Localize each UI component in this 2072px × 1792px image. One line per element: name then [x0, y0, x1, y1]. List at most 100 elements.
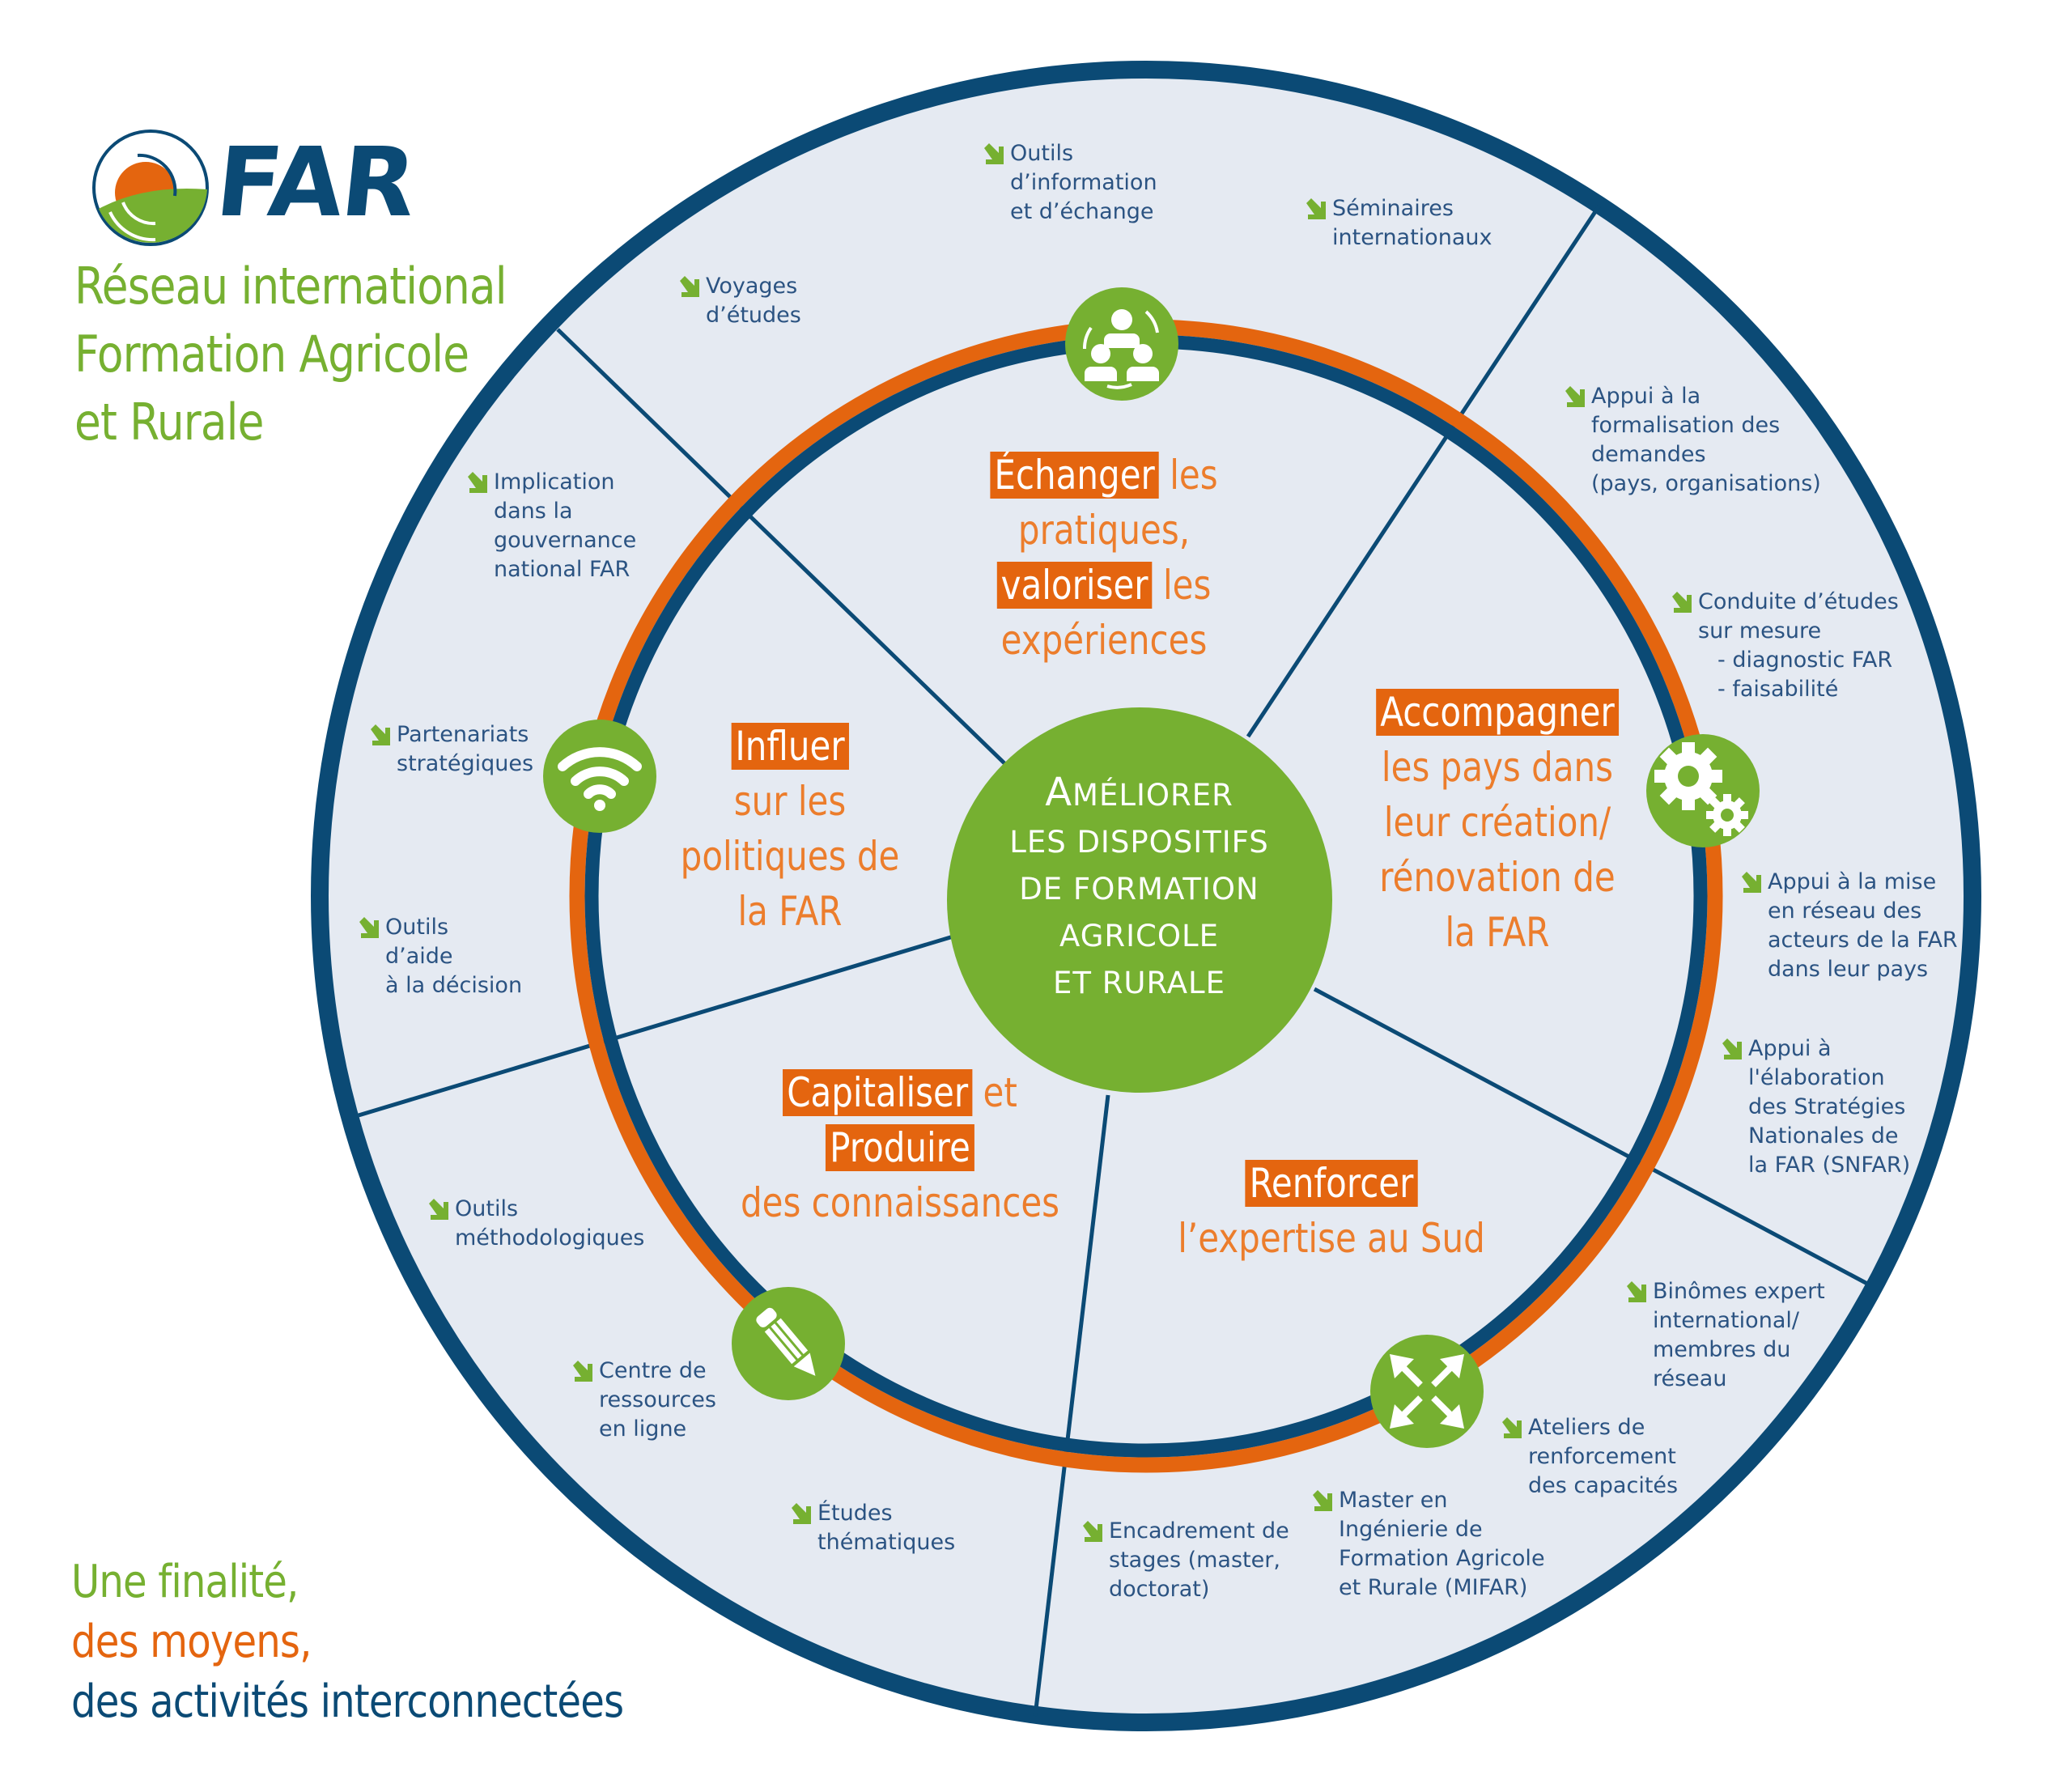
- activity-item-line: internationaux: [1332, 225, 1492, 250]
- divider-line-left: [358, 933, 957, 1118]
- activity-item-line: des Stratégies: [1748, 1094, 1906, 1119]
- center-goal-text: AMÉLIORER LES DISPOSITIFS DE FORMATION A…: [947, 769, 1331, 1007]
- segment-heading-text: sur les: [733, 778, 847, 825]
- divider-line-bottom: [1033, 1094, 1110, 1717]
- center-goal-initial: A: [1045, 770, 1073, 815]
- activity-item-outils-information: Outils d’information et d’échange: [984, 139, 1157, 227]
- activity-item-line: acteurs de la FAR: [1768, 928, 1958, 953]
- segment-heading-line: Accompagner: [1376, 685, 1619, 740]
- expand-arrows-icon: [1370, 1335, 1484, 1448]
- segment-heading-line: la FAR: [681, 884, 900, 939]
- activity-item-line: formalisation des: [1591, 413, 1781, 438]
- segment-heading-line: pratiques,: [990, 503, 1217, 558]
- tagline-means: des moyens,: [71, 1616, 312, 1668]
- center-goal-line: AGRICOLE: [1059, 919, 1219, 953]
- segment-heading-line: Capitaliser et: [741, 1065, 1059, 1120]
- segment-heading-line: l’expertise au Sud: [1178, 1211, 1485, 1266]
- green-arrow-bullet-icon: [1083, 1521, 1102, 1542]
- activity-item-line: l'élaboration: [1748, 1065, 1885, 1090]
- green-arrow-bullet-icon: [680, 276, 699, 297]
- activity-item-line: d’aide: [385, 944, 453, 969]
- activity-item-line: en ligne: [599, 1416, 687, 1442]
- activity-item-line: doctorat): [1109, 1577, 1210, 1602]
- green-arrow-bullet-icon: [429, 1199, 448, 1220]
- green-arrow-bullet-icon: [468, 472, 487, 493]
- segment-heading-text: expériences: [1000, 617, 1208, 664]
- activity-item-line: Centre de: [599, 1358, 707, 1383]
- divider-line-top-left: [556, 328, 1006, 765]
- segment-heading-line: les pays dans: [1376, 740, 1619, 795]
- green-arrow-bullet-icon: [1722, 1038, 1742, 1059]
- wifi-signal-icon: [543, 720, 656, 833]
- green-arrow-bullet-icon: [1742, 872, 1761, 893]
- segment-heading-text: la FAR: [737, 888, 843, 935]
- green-arrow-bullet-icon: [573, 1361, 592, 1382]
- green-arrow-bullet-icon: [1306, 198, 1326, 219]
- activity-item-line: stratégiques: [397, 751, 534, 776]
- green-arrow-bullet-icon: [1672, 592, 1692, 613]
- segment-action-verb: Produire: [826, 1124, 974, 1171]
- network-title: Réseau international Formation Agricole …: [74, 253, 507, 456]
- activity-item-line: dans la: [494, 499, 573, 524]
- green-arrow-bullet-icon: [1502, 1417, 1522, 1438]
- activity-item-line: Implication: [494, 469, 615, 495]
- activity-item-line: membres du: [1653, 1337, 1791, 1362]
- activity-item-line: - diagnostic FAR: [1717, 648, 1893, 673]
- segment-heading-text: l’expertise au Sud: [1178, 1215, 1485, 1262]
- center-goal-line: AMÉLIORER: [947, 769, 1331, 819]
- activity-item-line: d’information: [1010, 170, 1157, 195]
- center-goal-line: LES DISPOSITIFS: [1009, 825, 1269, 860]
- segment-heading-text: des connaissances: [740, 1179, 1060, 1226]
- green-arrow-bullet-icon: [792, 1503, 811, 1524]
- segment-heading-line: expériences: [990, 613, 1217, 668]
- segment-heading-text: la FAR: [1445, 909, 1550, 956]
- segment-heading-text: les: [1158, 452, 1218, 499]
- segment-heading-line: sur les: [681, 774, 900, 829]
- activity-item-line: Nationales de: [1748, 1123, 1899, 1149]
- activity-item-line: la FAR (SNFAR): [1748, 1153, 1911, 1178]
- tagline-activities: des activités interconnectées: [71, 1675, 624, 1728]
- segment-heading-line: des connaissances: [741, 1175, 1059, 1230]
- activity-item-line: Appui à: [1748, 1036, 1832, 1061]
- activity-item-line: à la décision: [385, 973, 523, 998]
- activity-item-line: international/: [1653, 1308, 1799, 1333]
- segment-heading-line: politiques de: [681, 829, 900, 884]
- segment-action-verb: Renforcer: [1245, 1160, 1418, 1207]
- activity-item-line: Partenariats: [397, 722, 529, 747]
- segment-action-verb: Capitaliser: [783, 1069, 973, 1116]
- segment-heading-text: et: [972, 1069, 1017, 1116]
- gears-icon: [1646, 734, 1760, 847]
- segment-heading-line: valoriser les: [990, 558, 1217, 613]
- activity-item-line: Ateliers de: [1528, 1415, 1645, 1440]
- activity-item-partenariats: Partenariats stratégiques: [371, 720, 534, 779]
- green-arrow-bullet-icon: [984, 143, 1004, 164]
- network-title-line: Réseau international: [74, 257, 507, 316]
- activity-item-centre-ressources: Centre de ressources en ligne: [573, 1357, 716, 1444]
- activity-item-line: et d’échange: [1010, 199, 1154, 224]
- activity-item-line: (pays, organisations): [1591, 471, 1821, 496]
- green-arrow-bullet-icon: [359, 917, 379, 938]
- activity-item-line: Outils: [1010, 141, 1074, 166]
- network-title-line: et Rurale: [74, 393, 264, 452]
- segment-action-verb: Échanger: [990, 452, 1159, 499]
- activity-item-line: Appui à la: [1591, 384, 1701, 409]
- activity-item-line: ressources: [599, 1387, 716, 1412]
- people-exchange-icon: [1065, 287, 1178, 401]
- activity-item-line: - faisabilité: [1717, 677, 1839, 702]
- activity-item-line: gouvernance: [494, 528, 637, 553]
- activity-item-line: thématiques: [817, 1530, 956, 1555]
- activity-item-line: sur mesure: [1698, 618, 1822, 643]
- tagline: Une finalité, des moyens, des activités …: [71, 1552, 624, 1732]
- activity-item-line: dans leur pays: [1768, 957, 1929, 982]
- activity-item-line: Conduite d’études: [1698, 589, 1899, 614]
- segment-heading-line: leur création/: [1376, 795, 1619, 850]
